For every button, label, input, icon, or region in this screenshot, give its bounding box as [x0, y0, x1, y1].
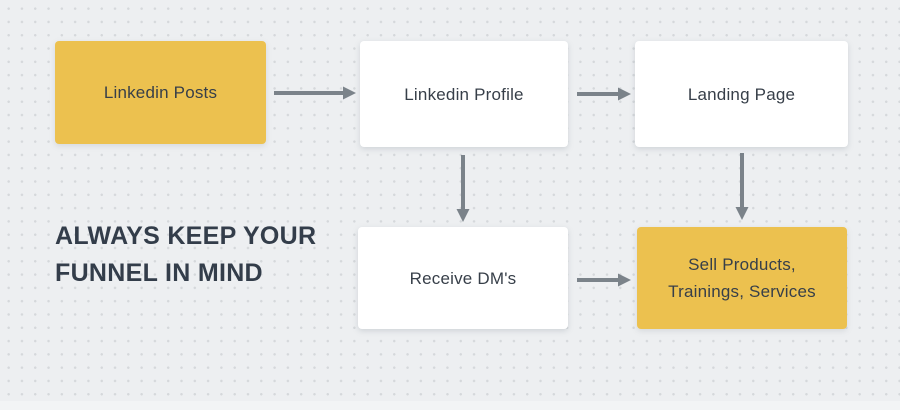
node-label: Receive DM's: [409, 268, 517, 288]
node-label: Landing Page: [687, 84, 796, 104]
node-landing-page[interactable]: Landing Page: [635, 41, 848, 147]
node-linkedin-posts[interactable]: Linkedin Posts: [55, 41, 266, 144]
node-label: Sell Products, Trainings, Services: [668, 251, 816, 305]
node-label: Linkedin Profile: [404, 84, 524, 104]
node-label: Linkedin Posts: [103, 83, 218, 102]
heading-line-1: ALWAYS KEEP YOUR: [55, 222, 317, 250]
canvas-bottom-strip: [0, 401, 900, 410]
heading-line-2: FUNNEL IN MIND: [55, 259, 263, 287]
node-receive-dms[interactable]: Receive DM's: [358, 227, 568, 329]
node-linkedin-profile[interactable]: Linkedin Profile: [360, 41, 568, 147]
node-label-line-1: Sell Products,: [688, 255, 796, 274]
node-label-line-2: Trainings, Services: [668, 282, 816, 301]
funnel-heading[interactable]: ALWAYS KEEP YOUR FUNNEL IN MIND: [55, 218, 355, 292]
node-sell-products[interactable]: Sell Products, Trainings, Services: [637, 227, 847, 329]
